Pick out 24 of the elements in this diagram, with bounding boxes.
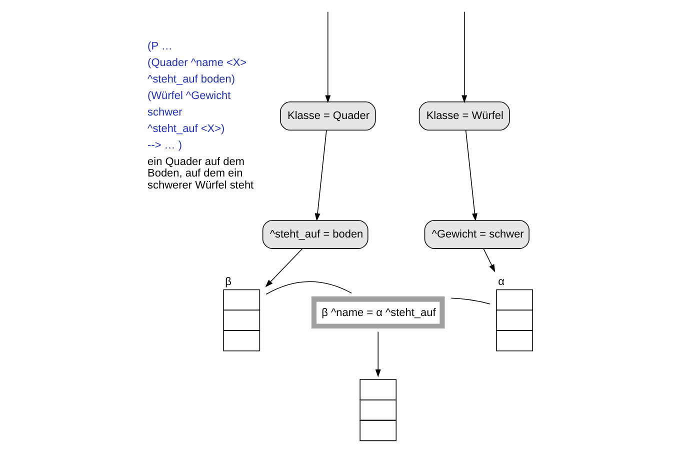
label: schwer (148, 106, 182, 118)
connector (266, 281, 352, 295)
node-box: β ^name = α ^steht_auf (311, 296, 445, 329)
arrow (375, 331, 381, 378)
label: ^steht_auf boden) (148, 73, 236, 86)
label: (Würfel ^Gewicht (148, 90, 231, 102)
label: ^steht_auf <X>) (148, 122, 225, 135)
arrow (314, 130, 327, 222)
node-box: ^Gewicht = schwer (424, 220, 530, 249)
arrow (265, 248, 303, 288)
label: (P … (148, 40, 172, 53)
label: ein Quader auf dem Boden, auf dem ein schwerer Würfel steht (148, 156, 254, 192)
arrow (465, 130, 478, 222)
label: --> … ) (148, 139, 182, 152)
arrow (483, 248, 496, 272)
connector (450, 298, 490, 304)
node-label: β (225, 276, 232, 288)
node-box: Klasse = Würfel (418, 102, 510, 131)
label: (Quader ^name <X> (148, 57, 247, 69)
node-box: ^steht_auf = boden (262, 220, 368, 249)
arrow (462, 11, 468, 104)
node-label: α (498, 276, 504, 288)
arrow (325, 11, 331, 104)
node-box: Klasse = Quader (280, 102, 376, 131)
